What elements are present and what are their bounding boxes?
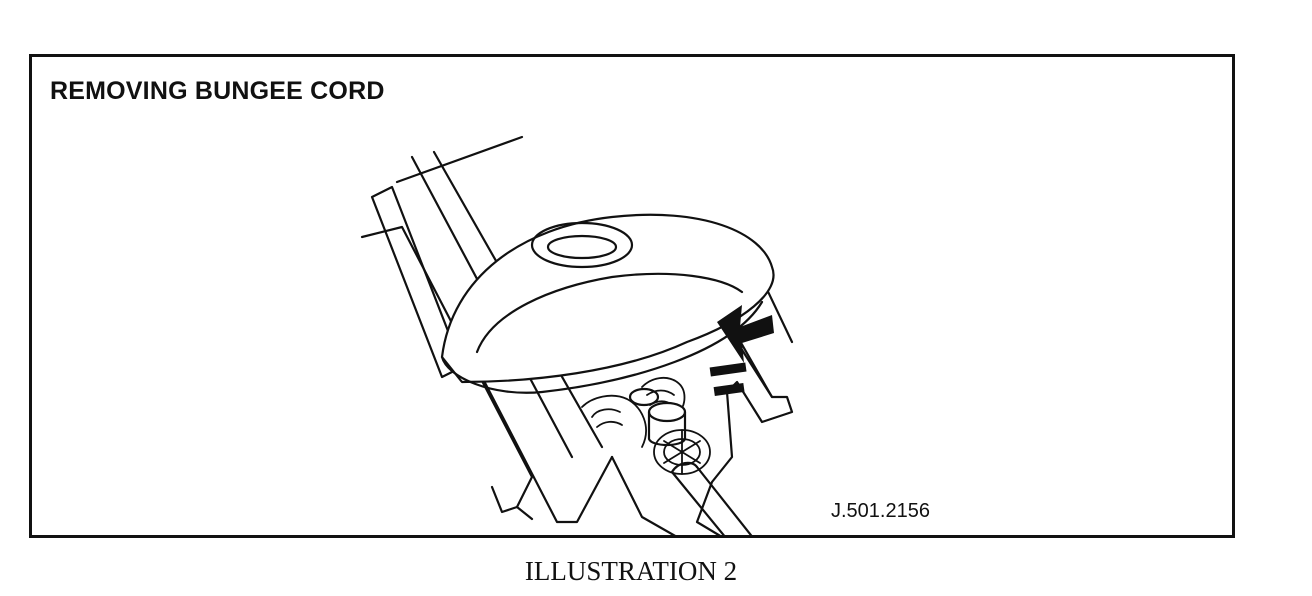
figure-heading: REMOVING BUNGEE CORD <box>50 77 385 105</box>
clip-cap <box>440 213 775 394</box>
illustration-frame: REMOVING BUNGEE CORD <box>29 54 1235 538</box>
bungee-cord-coils <box>581 376 711 475</box>
figure-caption: ILLUSTRATION 2 <box>524 556 738 586</box>
screwdriver <box>670 461 754 537</box>
direction-arrow <box>709 305 774 397</box>
bungee-cord-removal-drawing <box>360 135 794 537</box>
retaining-pin <box>628 387 687 447</box>
reference-code: J.501.2156 <box>831 500 930 522</box>
